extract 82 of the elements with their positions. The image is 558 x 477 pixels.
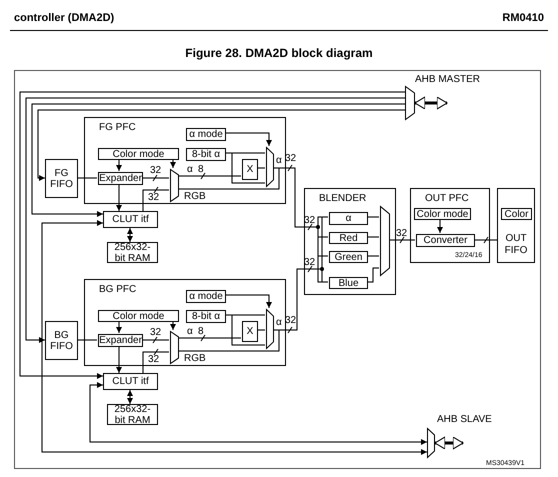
- annotation-label: α: [187, 326, 193, 338]
- annotation-label: α: [276, 317, 282, 329]
- annotation-label: RGB: [184, 191, 206, 203]
- function-box: Expander: [98, 172, 143, 185]
- bus-label: AHB SLAVE: [437, 414, 492, 426]
- connector: [170, 320, 176, 330]
- function-box: Blue: [329, 277, 368, 289]
- function-box: Converter: [416, 234, 475, 247]
- function-box: CLUT itf: [103, 211, 158, 228]
- connector: [116, 320, 122, 334]
- block-heading: OUT PFC: [425, 193, 469, 205]
- connector: [32, 104, 406, 217]
- function-box: α: [329, 212, 368, 225]
- function-box: X: [242, 159, 258, 180]
- edge-label: 8: [198, 326, 204, 337]
- block-frame: [84, 279, 286, 366]
- edge-label: 32: [396, 228, 408, 239]
- block-heading: OUT FIFO: [504, 233, 528, 257]
- connector: [116, 158, 122, 172]
- fifo-box: BG FIFO: [45, 321, 78, 360]
- block-frame: [497, 188, 535, 263]
- block-heading: BG PFC: [99, 284, 136, 296]
- connector: [366, 268, 380, 282]
- connector: [224, 314, 266, 346]
- function-box: 8-bit α: [186, 148, 226, 161]
- function-box: Color mode: [414, 208, 471, 220]
- annotation-label: α: [276, 155, 282, 167]
- edge-label: 32: [148, 192, 160, 203]
- block-heading: FG PFC: [99, 122, 136, 134]
- function-box: Red: [329, 232, 368, 244]
- function-box: Color: [501, 208, 532, 220]
- edge-label: 32: [148, 354, 160, 365]
- connector: [224, 294, 272, 308]
- connector: [42, 220, 428, 455]
- function-box: 256x32-bit RAM: [107, 242, 158, 263]
- connector: [272, 216, 328, 330]
- connector: [26, 98, 406, 343]
- connector: [90, 382, 428, 445]
- connector: [127, 390, 133, 404]
- bus-arrow: [434, 436, 464, 450]
- fifo-box: FG FIFO: [45, 159, 78, 198]
- connector: [127, 228, 133, 242]
- function-box: α mode: [186, 128, 226, 141]
- function-box: α mode: [186, 290, 226, 303]
- function-box: Color mode: [98, 310, 179, 322]
- edge-label: 32: [304, 257, 316, 268]
- page-header-text: controller (DMA2D): [14, 12, 114, 24]
- connector: [366, 236, 380, 238]
- connector: [437, 218, 443, 234]
- connector: [366, 216, 380, 218]
- function-box: X: [242, 321, 258, 342]
- connector: [20, 92, 406, 379]
- bus-label: AHB MASTER: [415, 74, 480, 86]
- block-heading: BLENDER: [319, 193, 366, 205]
- bus-arrow: [414, 96, 448, 110]
- edge-label: 32: [285, 315, 296, 326]
- function-box: 8-bit α: [186, 310, 226, 323]
- block-frame: [410, 188, 490, 263]
- block-frame: [84, 117, 286, 204]
- function-box: CLUT itf: [103, 373, 158, 390]
- connector: [224, 152, 266, 184]
- annotation-label: α: [187, 164, 193, 176]
- connector: [116, 184, 122, 212]
- function-box: Color mode: [98, 148, 179, 160]
- edge-label: 32: [285, 153, 296, 164]
- edge-label: 32: [150, 165, 162, 176]
- edge-label: 32: [150, 327, 162, 338]
- figure-title: Figure 28. DMA2D block diagram: [184, 46, 374, 60]
- connector: [170, 158, 176, 168]
- edge-label: 8: [198, 164, 204, 175]
- connector: [224, 132, 272, 146]
- block-frame: [304, 188, 396, 295]
- annotation-label: RGB: [184, 353, 206, 365]
- function-box: Expander: [98, 334, 143, 347]
- function-box: Green: [329, 251, 368, 263]
- connector: [116, 346, 122, 374]
- connector: [142, 352, 170, 374]
- page-header-text: RM0410: [502, 12, 544, 24]
- connector: [142, 190, 170, 212]
- function-box: 256x32-bit RAM: [107, 404, 158, 425]
- connector: [38, 110, 406, 181]
- edge-label: 32: [304, 215, 316, 226]
